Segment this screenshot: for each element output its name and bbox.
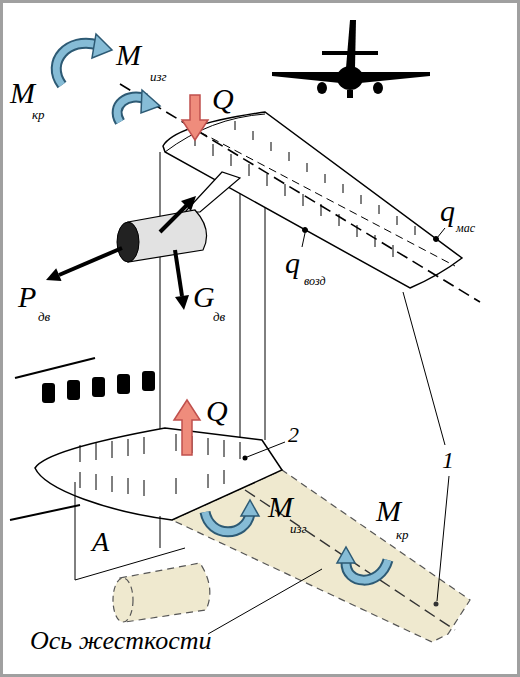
callout-leaders xyxy=(75,292,449,634)
subscript: дв xyxy=(38,310,50,323)
lift-arrow xyxy=(182,95,208,140)
subscript: изг xyxy=(290,522,307,535)
dimension-label: A xyxy=(92,528,109,556)
subscript: мас xyxy=(456,222,475,234)
subscript: кр xyxy=(32,108,45,121)
engine xyxy=(117,172,240,262)
subscript: кр xyxy=(396,528,409,541)
force-symbol: Q xyxy=(212,84,234,114)
reaction-arrow xyxy=(174,400,200,455)
subscript: возд xyxy=(304,275,326,287)
subscript: изг xyxy=(150,70,167,83)
callout-number: 2 xyxy=(288,424,299,446)
force-symbol: G xyxy=(193,282,215,312)
callout-number: 1 xyxy=(442,448,454,472)
moment-symbol: M xyxy=(116,40,141,70)
moment-symbol: M xyxy=(268,492,293,522)
force-symbol: P xyxy=(18,282,36,312)
leader-lines xyxy=(302,228,445,248)
axis-label: Ось жесткости xyxy=(30,628,212,654)
moment-arrows-lower xyxy=(205,500,388,580)
load-symbol: q xyxy=(440,196,455,226)
force-arrows xyxy=(46,196,196,310)
moment-symbol: M xyxy=(10,78,35,108)
load-symbol: q xyxy=(285,248,300,278)
moment-arrows xyxy=(56,34,160,122)
stiffness-axis xyxy=(120,84,480,302)
force-symbol: Q xyxy=(206,396,228,426)
lower-wing xyxy=(35,428,282,520)
moment-symbol: M xyxy=(376,496,401,526)
subscript: дв xyxy=(213,310,225,323)
airplane-silhouette xyxy=(272,20,430,98)
